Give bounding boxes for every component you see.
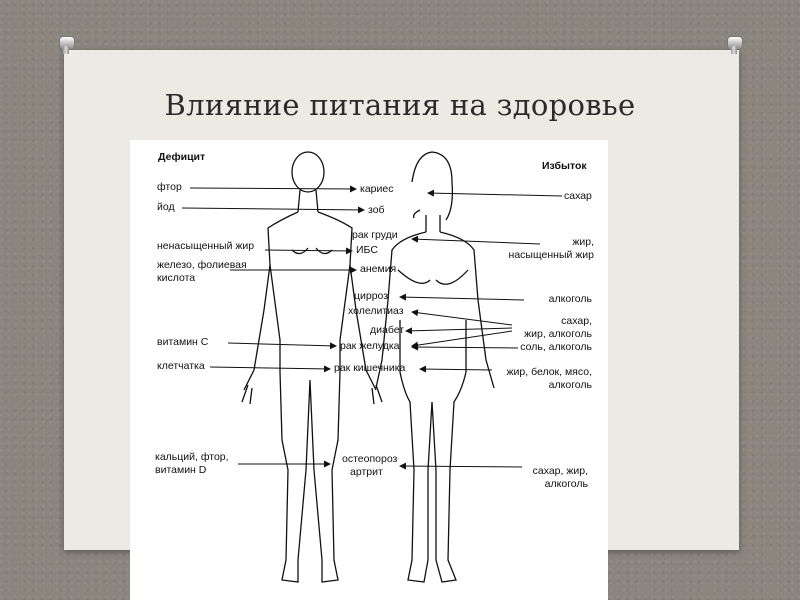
pushpin-right-icon <box>727 36 743 54</box>
excess-label-sugar: сахар <box>564 190 592 202</box>
deficit-label-ftor: фтор <box>157 181 182 193</box>
slide-title: Влияние питания на здоровье <box>164 88 636 122</box>
deficit-label-vitc: витамин С <box>157 336 209 348</box>
disease-label-cholelithiasis: холелитиаз <box>348 305 404 317</box>
disease-label-ihd: ИБС <box>356 244 378 256</box>
disease-label-bowel-cancer: рак кишечника <box>334 362 406 374</box>
diagram-drawing <box>181 151 563 583</box>
disease-label-stomach-cancer: рак желудка <box>340 340 400 352</box>
excess-arrows <box>399 189 563 470</box>
disease-label-anemia: анемия <box>360 263 397 275</box>
pushpin-left-icon <box>59 36 75 54</box>
deficit-label-iod: йод <box>157 201 175 213</box>
deficit-label-fiber: клетчатка <box>157 360 205 372</box>
disease-label-diabetes: диабет <box>370 324 405 336</box>
excess-header: Избыток <box>542 160 587 172</box>
excess-label-alcohol: алкоголь <box>548 293 592 305</box>
deficit-label-unsat-fat: ненасыщенный жир <box>157 240 255 252</box>
disease-label-caries: кариес <box>360 183 394 195</box>
disease-label-arthritis: артрит <box>350 466 383 478</box>
excess-label-fat: жир,насыщенный жир <box>508 236 594 261</box>
disease-label-osteoporosis: остеопороз <box>342 453 398 465</box>
deficit-header: Дефицит <box>158 151 206 163</box>
excess-label-bottom: сахар, жир,алкоголь <box>532 465 588 490</box>
deficit-label-calcium: кальций, фтор,витамин D <box>155 451 229 476</box>
male-figure <box>241 151 383 583</box>
deficit-arrows <box>181 185 365 468</box>
excess-label-meat: жир, белок, мясо,алкоголь <box>506 366 593 391</box>
body-diagram: Дефицит Избыток фтор йод ненасыщенный жи… <box>130 140 608 600</box>
female-figure <box>375 151 495 583</box>
disease-label-cirrhosis: цирроз <box>354 290 389 302</box>
disease-label-breast-cancer: рак груди <box>352 229 398 241</box>
disease-label-goiter: зоб <box>368 204 385 216</box>
